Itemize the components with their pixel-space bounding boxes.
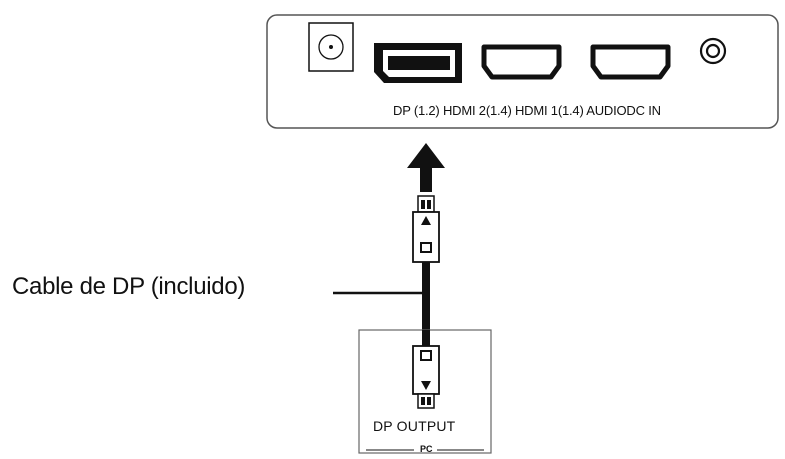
dp-cable [422, 262, 430, 346]
hdmi-2-port-icon [481, 44, 562, 80]
pc-name-label: PC [420, 444, 433, 454]
up-arrow-icon [407, 143, 445, 192]
displayport-port-icon [374, 43, 462, 83]
dp-connector-upper-icon [412, 195, 440, 263]
audio-port-icon [699, 37, 727, 65]
cable-label: Cable de DP (incluido) [12, 273, 246, 300]
pc-output-label: DP OUTPUT [373, 418, 456, 434]
dc-in-port-icon [308, 22, 354, 72]
hdmi-1-port-icon [590, 44, 671, 80]
dp-connector-lower-icon [412, 345, 440, 409]
port-labels-text: DP (1.2) HDMI 2(1.4) HDMI 1(1.4) AUDIODC… [393, 103, 661, 118]
